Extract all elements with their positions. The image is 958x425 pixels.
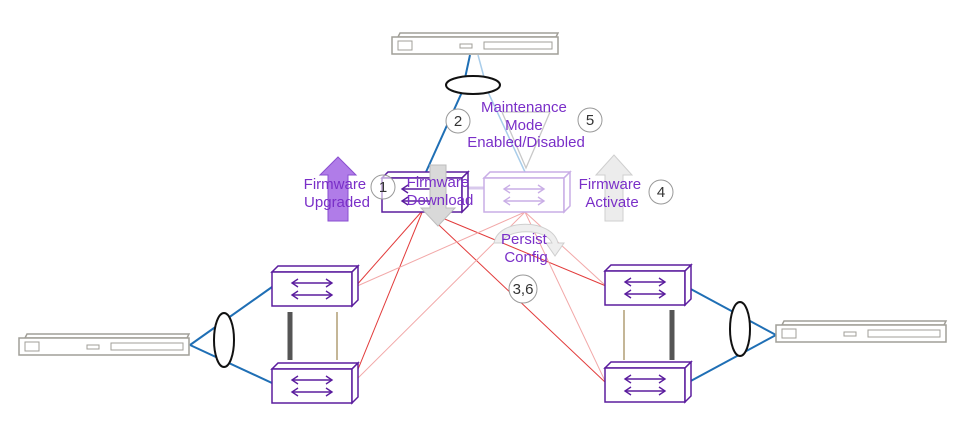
activate-up-arrow <box>594 154 634 222</box>
step-2-marker: 2 <box>445 108 471 134</box>
mesh-link <box>524 211 607 287</box>
mesh-link <box>524 211 607 384</box>
left-server-link-top <box>189 286 273 346</box>
firmware-upgraded-label: Firmware Upgraded <box>304 176 371 211</box>
firmware-activate-label: Firmware Activate <box>579 176 646 211</box>
switch-left-lower <box>270 361 360 405</box>
step-5-marker: 5 <box>577 107 603 133</box>
mesh-link <box>422 209 607 287</box>
persist-config-arc-arrow <box>493 223 565 257</box>
server-lags <box>189 286 777 384</box>
maintenance-down-arrow <box>501 111 551 170</box>
top-lag-ellipse <box>445 75 501 95</box>
svg-text:4: 4 <box>657 184 665 201</box>
switch-right-lower <box>603 360 693 404</box>
left-server-link-bottom <box>189 344 273 384</box>
firmware-download-label: Firmware Download <box>407 174 474 209</box>
download-down-arrow <box>419 164 457 227</box>
right-server <box>775 320 948 343</box>
upgrade-up-arrow <box>318 156 358 222</box>
switch-left-upper <box>270 264 360 308</box>
mesh-link <box>354 209 424 288</box>
mesh-links <box>351 186 607 385</box>
persist-config-label: Persist Config <box>501 231 551 266</box>
step-3-6-marker: 3,6 <box>508 274 538 304</box>
right-server-link-bottom <box>686 334 777 384</box>
svg-text:1: 1 <box>379 179 387 196</box>
svg-text:5: 5 <box>586 112 594 129</box>
mesh-link <box>354 211 526 288</box>
step-1-marker: 1 <box>370 174 396 200</box>
step-4-marker: 4 <box>648 179 674 205</box>
top-server <box>391 32 560 55</box>
svg-text:3,6: 3,6 <box>513 281 534 298</box>
switch-top-right-maintenance <box>482 170 572 214</box>
left-server <box>18 333 191 356</box>
maintenance-mode-label: Maintenance Mode Enabled/Disabled <box>467 99 585 151</box>
mesh-link <box>351 209 424 385</box>
right-lag-ellipse <box>729 301 751 357</box>
switch-right-upper <box>603 263 693 307</box>
isc-links <box>287 310 675 360</box>
svg-text:2: 2 <box>454 113 462 130</box>
left-lag-ellipse <box>213 312 235 368</box>
